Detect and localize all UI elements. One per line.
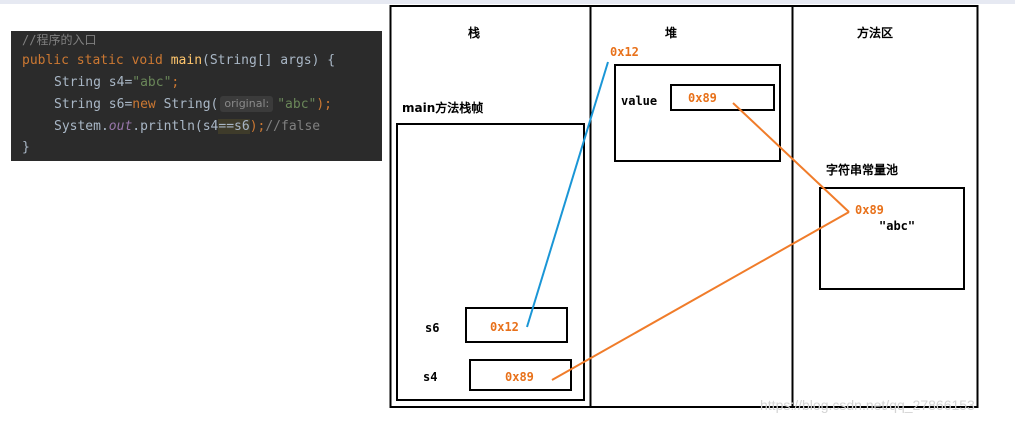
- watermark: https://blog.csdn.net/qq_27866153: [760, 397, 975, 413]
- method-area-title: 方法区: [857, 25, 893, 40]
- string-pool-label: 字符串常量池: [826, 162, 898, 177]
- var-s4-box: [469, 359, 572, 391]
- var-s6-value: 0x12: [490, 320, 519, 334]
- value-reference-line: [732, 102, 850, 213]
- heap-field-box: [670, 84, 775, 111]
- memory-outline: [389, 5, 979, 408]
- heap-field-name: value: [621, 94, 657, 108]
- code-line-close: }: [22, 140, 30, 155]
- pool-entry-address: 0x89: [855, 203, 884, 217]
- var-s4-value: 0x89: [505, 370, 534, 384]
- heap-string-object: [614, 64, 781, 162]
- code-editor: //程序的入口 public static void main(String[]…: [11, 31, 382, 161]
- s4-reference-line: [551, 211, 850, 381]
- var-s6-box: [465, 307, 568, 343]
- code-line-main: public static void main(String[] args) {: [22, 53, 336, 68]
- parameter-hint: original:: [220, 96, 274, 112]
- code-line-s6: String s6=new String(original:"abc");: [54, 96, 333, 112]
- s6-reference-line: [526, 61, 609, 328]
- code-line-s4: String s4="abc";: [54, 75, 180, 90]
- code-line-println: System.out.println(s4==s6);//false: [54, 119, 321, 134]
- heap-field-value: 0x89: [688, 91, 717, 105]
- heap-title: 堆: [665, 25, 677, 40]
- top-strip: [0, 0, 1015, 4]
- heap-object-address: 0x12: [610, 45, 639, 59]
- main-stack-frame: [396, 123, 585, 401]
- code-comment: //程序的入口: [22, 33, 97, 47]
- string-pool-box: [819, 187, 965, 290]
- var-s6-name: s6: [425, 321, 439, 335]
- var-s4-name: s4: [423, 370, 437, 384]
- pool-entry-literal: "abc": [879, 219, 915, 233]
- stack-frame-label: main方法栈帧: [402, 100, 483, 115]
- stack-title: 栈: [468, 25, 480, 40]
